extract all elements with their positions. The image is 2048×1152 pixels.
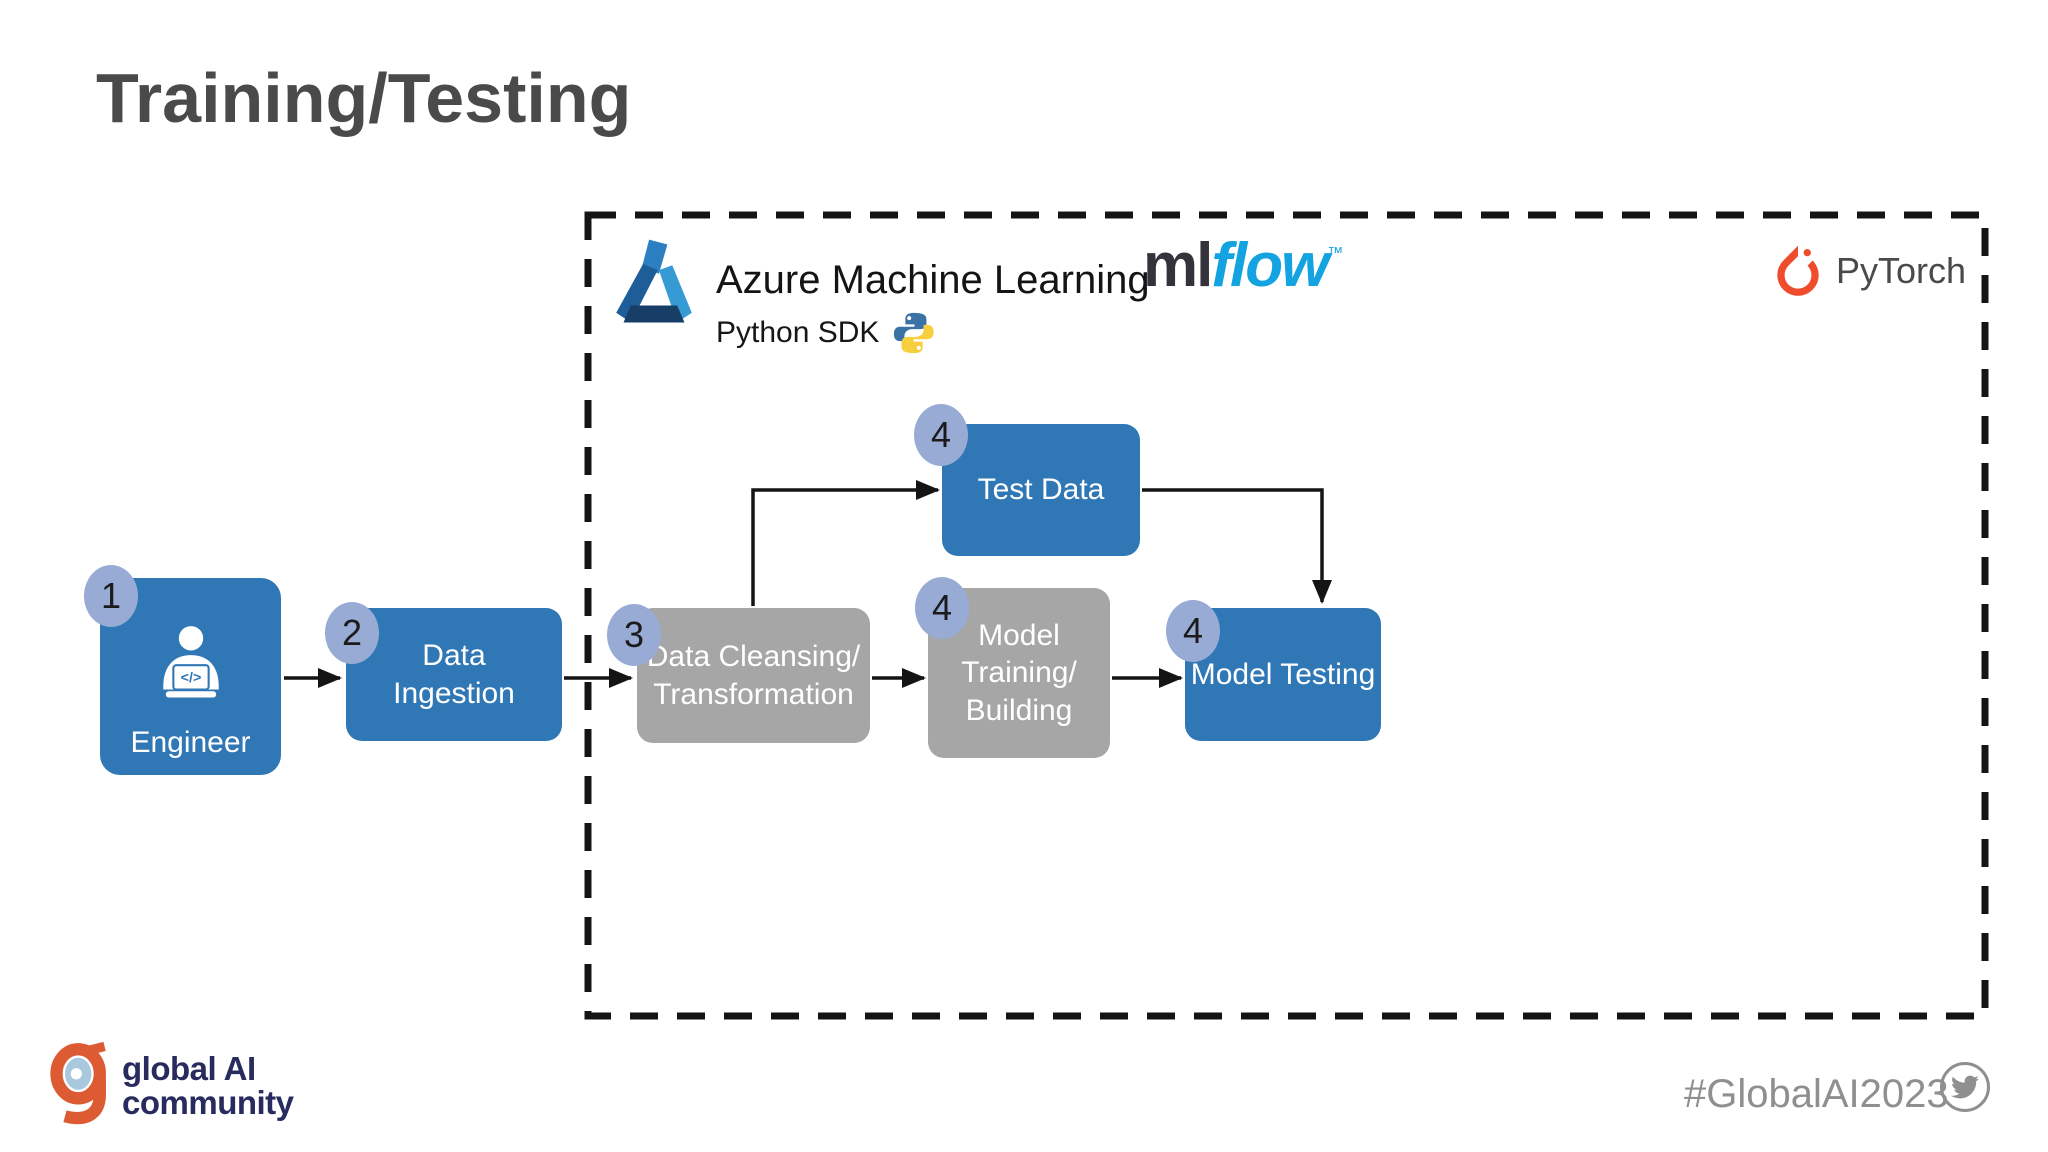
python-icon (894, 312, 935, 354)
node-data-cleansing-transformation: 3 Data Cleansing/ Transformation (607, 604, 870, 743)
python-sdk-label: Python SDK (716, 316, 880, 349)
step-badge-2: 2 (325, 602, 379, 664)
pytorch-flame-icon (1777, 245, 1819, 296)
node-test-data: 4 Test Data (914, 404, 1140, 556)
node-label-data-cleansing: Data Cleansing/ Transformation (646, 640, 861, 711)
step-badge-4-testdata: 4 (914, 404, 968, 466)
pytorch-label: PyTorch (1836, 250, 1967, 291)
step-badge-4-training: 4 (915, 577, 969, 639)
pytorch-logo: PyTorch (1770, 240, 1966, 302)
step-badge-4-testing: 4 (1166, 600, 1220, 662)
node-engineer: 1 </> Engineer (84, 565, 281, 775)
community-logo-line2: community (122, 1083, 294, 1121)
arrow-cleansing-to-testdata (751, 480, 940, 606)
mlflow-logo: mlflow™ (1143, 230, 1343, 301)
node-label-engineer: Engineer (130, 725, 251, 759)
mlflow-flow-text: flow (1211, 231, 1329, 300)
azure-machine-learning-label: Azure Machine Learning (716, 258, 1150, 302)
node-label-data-ingestion: Data Ingestion (393, 639, 515, 710)
node-label-model-testing: Model Testing (1190, 657, 1376, 691)
node-label-test-data: Test Data (977, 473, 1105, 507)
node-data-ingestion: 2 Data Ingestion (325, 602, 562, 741)
mlflow-ml-text: ml (1143, 231, 1213, 300)
mlflow-trademark: ™ (1327, 245, 1344, 262)
step-badge-3: 3 (607, 604, 661, 666)
node-label-model-training: Model Training/ Building (961, 618, 1077, 727)
step-badge-1: 1 (84, 565, 138, 627)
twitter-bird-icon (1951, 1075, 1979, 1099)
page-title: Training/Testing (96, 59, 632, 137)
python-sdk-row: Python SDK (716, 310, 937, 356)
node-model-training-building: 4 Model Training/ Building (915, 577, 1110, 758)
global-ai-community-wordmark: global AI community (122, 1052, 294, 1120)
arrow-testdata-to-modeltesting (1142, 488, 1332, 604)
azure-machine-learning-icon (616, 239, 692, 323)
node-model-testing: 4 Model Testing (1166, 600, 1381, 741)
hashtag-label: #GlobalAI2023 (1684, 1072, 1949, 1116)
code-glyph: </> (180, 669, 201, 685)
global-ai-community-icon (50, 1041, 106, 1125)
twitter-badge (1940, 1062, 1990, 1112)
community-logo-line1: global AI (122, 1050, 256, 1087)
engineer-at-laptop-icon: </> (162, 625, 219, 697)
